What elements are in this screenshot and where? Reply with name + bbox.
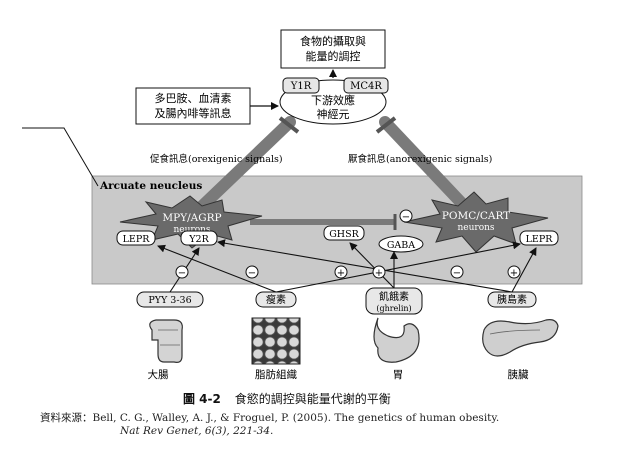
gaba-minus-sign: −	[402, 212, 410, 223]
anorexigenic-signal-label: 厭食訊息(anorexigenic signals)	[348, 153, 492, 165]
sign-2-circle	[245, 265, 259, 279]
y2r-label: Y2R	[188, 234, 209, 245]
sign-1-circle	[175, 265, 189, 279]
orexigenic-signal-label: 促食訊息(orexigenic signals)	[150, 153, 283, 165]
orexigenic-tbar	[278, 116, 300, 134]
y2r-receptor	[180, 230, 218, 246]
pomc-cart-sublabel: neurons	[457, 223, 494, 233]
adipose-label: 脂肪組織	[255, 368, 297, 381]
hub-line1: 下游效應	[311, 93, 355, 107]
pancreas-shape	[482, 319, 559, 357]
hub-line2: 神經元	[317, 107, 350, 121]
mpy-agrp-label: MPY/AGRP	[162, 212, 221, 224]
leptin-label: 瘦素	[266, 293, 286, 306]
mc4r-receptor	[343, 77, 389, 94]
stomach-label: 胃	[393, 369, 404, 381]
pancreas-illustration	[482, 319, 559, 357]
lepr-right-label: LEPR	[526, 234, 554, 245]
insulin-to-lepr-right-line	[511, 247, 537, 293]
sign-4: +	[375, 268, 383, 279]
gaba-minus-circle	[399, 209, 413, 223]
sign-6-circle	[507, 265, 521, 279]
mpy-agrp-sublabel: neurons	[173, 225, 210, 235]
lepr-left-label: LEPR	[123, 234, 151, 245]
stomach-illustration	[373, 317, 420, 363]
food-intake-line2: 能量的調控	[306, 49, 361, 63]
ghrelin-label: 飢餓素	[379, 290, 409, 303]
orexigenic-pathway	[190, 116, 296, 218]
source-line2: Nat Rev Genet, 6(3), 221-34.	[120, 425, 274, 437]
ghrelin-en-label: (ghrelin)	[376, 304, 411, 313]
gaba-label: GABA	[387, 240, 415, 251]
lepr-left-receptor	[116, 230, 156, 246]
figure-title: 食慾的調控與能量代謝的平衡	[234, 392, 391, 406]
leptin-to-lepr-left-line	[157, 244, 277, 293]
sign-6: +	[510, 268, 518, 279]
y1r-receptor	[282, 77, 320, 94]
pancreas-label: 胰臟	[508, 368, 529, 381]
leptin-to-lepr-right-line	[275, 241, 521, 293]
sign-2: −	[248, 268, 256, 279]
insulin-badge	[487, 291, 537, 308]
colon-folds	[158, 329, 180, 346]
mc4r-label: MC4R	[350, 81, 382, 92]
sign-5-circle	[450, 265, 464, 279]
food-intake-line1: 食物的攝取與	[300, 34, 366, 48]
pyy-badge	[136, 291, 204, 308]
insulin-label: 胰島素	[497, 293, 527, 306]
ghsr-label: GHSR	[329, 229, 359, 240]
anorexigenic-pathway	[379, 116, 476, 218]
figure-caption: 圖 4-2 食慾的調控與能量代謝的平衡	[183, 390, 391, 407]
sign-3-circle	[334, 265, 348, 279]
sign-4-circle	[372, 265, 386, 279]
arcuate-nucleus-label: Arcuate neucleus	[99, 180, 202, 192]
pointer-line	[22, 127, 99, 187]
insulin-to-lepr-left-line	[217, 239, 513, 293]
ghsr-receptor	[323, 225, 365, 241]
pancreas-detail	[489, 329, 541, 335]
ghrelin-badge	[365, 287, 423, 315]
colon-label: 大腸	[148, 368, 169, 381]
y1r-label: Y1R	[290, 81, 312, 92]
adipose-illustration	[251, 317, 301, 365]
pomc-cart-neuron	[403, 191, 549, 253]
colon-shape	[149, 319, 183, 363]
leptin-badge	[255, 291, 297, 308]
pomc-cart-label: POMC/CART	[442, 210, 510, 222]
colon-illustration	[149, 319, 183, 363]
ghrelin-to-ghsr-line	[349, 242, 395, 289]
sign-3: +	[337, 268, 345, 279]
lepr-right-receptor	[519, 230, 559, 246]
gaba-node	[378, 235, 424, 253]
neurotransmitter-line1: 多巴胺、血清素	[155, 91, 232, 105]
source-line1: 資料來源：Bell, C. G., Walley, A. J., & Frogu…	[40, 412, 500, 424]
sign-5: −	[453, 268, 461, 279]
sign-1: −	[178, 268, 186, 279]
anorexigenic-tbar	[375, 116, 397, 134]
food-intake-box	[280, 29, 386, 69]
figure-number: 圖 4-2	[183, 392, 221, 406]
pyy-label: PYY 3-36	[148, 295, 191, 306]
neurotransmitter-line2: 及腸內啡等訊息	[155, 106, 232, 120]
